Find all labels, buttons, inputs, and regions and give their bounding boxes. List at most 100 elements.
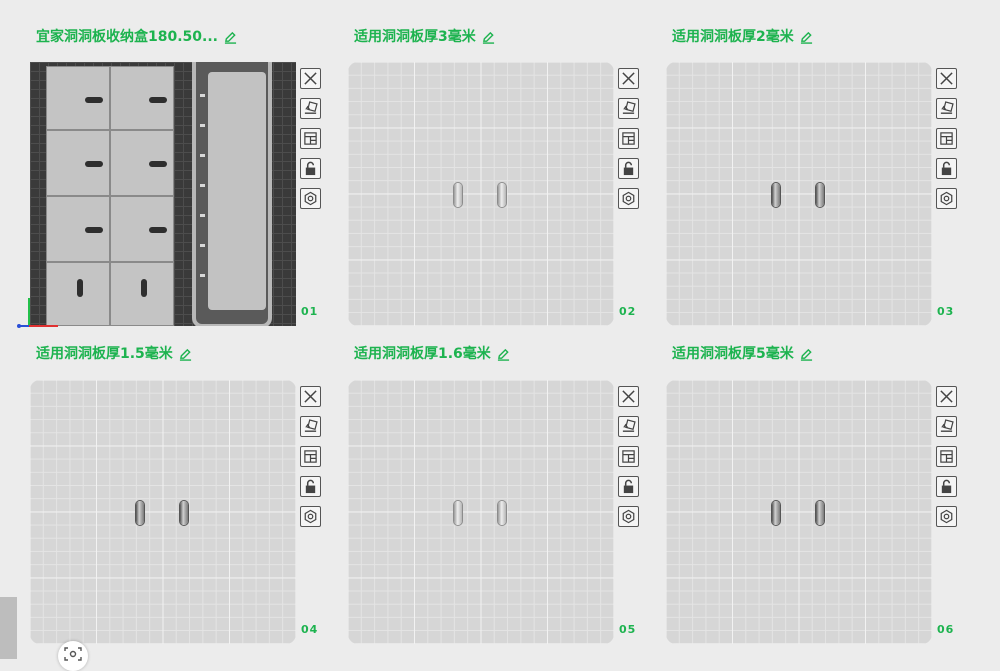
model-slot[interactable]: [498, 183, 506, 207]
plate-title-01[interactable]: 宜家洞洞板收纳盒180.50...: [36, 26, 237, 48]
lock-button[interactable]: [936, 476, 957, 497]
plate-title-05[interactable]: 适用洞洞板厚1.6毫米: [354, 343, 510, 365]
settings-icon: [621, 191, 636, 206]
settings-button[interactable]: [936, 506, 957, 527]
arrange-button[interactable]: [936, 128, 957, 149]
auto-orient-icon: [939, 419, 954, 434]
side-panel-edge: [0, 597, 17, 659]
auto-orient-icon: [621, 419, 636, 434]
model-slot[interactable]: [454, 501, 462, 525]
close-button[interactable]: [300, 68, 321, 89]
lock-icon: [621, 479, 636, 494]
close-button[interactable]: [936, 386, 957, 407]
plate-toolbar-4: [300, 386, 321, 527]
plate-index-03: 03: [937, 305, 955, 318]
arrange-icon: [303, 449, 318, 464]
edit-name-icon[interactable]: [179, 348, 192, 361]
model-side-tray[interactable]: [192, 62, 272, 326]
auto-orient-icon: [621, 101, 636, 116]
model-slot[interactable]: [816, 501, 824, 525]
plate-title-02[interactable]: 适用洞洞板厚3毫米: [354, 26, 495, 48]
build-plate-02[interactable]: [348, 62, 614, 326]
plate-name: 适用洞洞板厚1.5毫米: [36, 346, 173, 362]
plate-toolbar-1: [300, 68, 321, 209]
close-icon: [621, 71, 636, 86]
plate-name: 适用洞洞板厚5毫米: [672, 346, 794, 362]
arrange-icon: [939, 449, 954, 464]
model-cell: [46, 130, 110, 196]
auto-orient-button[interactable]: [936, 98, 957, 119]
arrange-icon: [303, 131, 318, 146]
edit-name-icon[interactable]: [497, 348, 510, 361]
build-plate-06[interactable]: [666, 380, 932, 644]
settings-button[interactable]: [300, 506, 321, 527]
build-plate-01[interactable]: [30, 62, 296, 326]
model-cell: [110, 130, 174, 196]
plate-title-04[interactable]: 适用洞洞板厚1.5毫米: [36, 343, 192, 365]
lock-icon: [621, 161, 636, 176]
model-slot[interactable]: [136, 501, 144, 525]
model-drawer-box[interactable]: [44, 64, 176, 326]
lock-button[interactable]: [300, 158, 321, 179]
edit-name-icon[interactable]: [482, 31, 495, 44]
plate-toolbar-3: [936, 68, 957, 209]
plate-title-06[interactable]: 适用洞洞板厚5毫米: [672, 343, 813, 365]
auto-orient-button[interactable]: [936, 416, 957, 437]
settings-button[interactable]: [618, 188, 639, 209]
model-cell: [110, 66, 174, 130]
plate-index-06: 06: [937, 623, 955, 636]
plate-toolbar-6: [936, 386, 957, 527]
settings-button[interactable]: [936, 188, 957, 209]
axis-gizmo-icon: [17, 298, 58, 328]
plate-name: 适用洞洞板厚3毫米: [354, 29, 476, 45]
model-slot[interactable]: [772, 501, 780, 525]
auto-orient-button[interactable]: [618, 98, 639, 119]
lock-button[interactable]: [300, 476, 321, 497]
arrange-button[interactable]: [300, 128, 321, 149]
model-slot[interactable]: [772, 183, 780, 207]
arrange-button[interactable]: [936, 446, 957, 467]
plate-index-02: 02: [619, 305, 637, 318]
model-slot[interactable]: [180, 501, 188, 525]
lock-button[interactable]: [618, 476, 639, 497]
close-button[interactable]: [618, 386, 639, 407]
close-icon: [303, 71, 318, 86]
settings-button[interactable]: [618, 506, 639, 527]
plate-index-04: 04: [301, 623, 319, 636]
model-slot[interactable]: [816, 183, 824, 207]
screenshot-button[interactable]: [58, 641, 88, 671]
close-button[interactable]: [936, 68, 957, 89]
plate-name: 适用洞洞板厚2毫米: [672, 29, 794, 45]
lock-icon: [939, 479, 954, 494]
plate-title-03[interactable]: 适用洞洞板厚2毫米: [672, 26, 813, 48]
arrange-icon: [621, 131, 636, 146]
edit-name-icon[interactable]: [800, 348, 813, 361]
plate-index-01: 01: [301, 305, 319, 318]
close-icon: [939, 71, 954, 86]
auto-orient-button[interactable]: [300, 98, 321, 119]
edit-name-icon[interactable]: [800, 31, 813, 44]
arrange-button[interactable]: [300, 446, 321, 467]
model-slot[interactable]: [454, 183, 462, 207]
plate-toolbar-5: [618, 386, 639, 527]
close-button[interactable]: [618, 68, 639, 89]
build-plate-05[interactable]: [348, 380, 614, 644]
settings-button[interactable]: [300, 188, 321, 209]
edit-name-icon[interactable]: [224, 31, 237, 44]
close-icon: [939, 389, 954, 404]
auto-orient-icon: [303, 101, 318, 116]
model-cell: [46, 262, 110, 326]
arrange-button[interactable]: [618, 128, 639, 149]
arrange-button[interactable]: [618, 446, 639, 467]
model-slot[interactable]: [498, 501, 506, 525]
auto-orient-button[interactable]: [300, 416, 321, 437]
close-icon: [303, 389, 318, 404]
build-plate-03[interactable]: [666, 62, 932, 326]
model-cell: [110, 262, 174, 326]
build-plate-04[interactable]: [30, 380, 296, 644]
model-cell: [110, 196, 174, 262]
close-button[interactable]: [300, 386, 321, 407]
lock-button[interactable]: [618, 158, 639, 179]
lock-button[interactable]: [936, 158, 957, 179]
auto-orient-button[interactable]: [618, 416, 639, 437]
